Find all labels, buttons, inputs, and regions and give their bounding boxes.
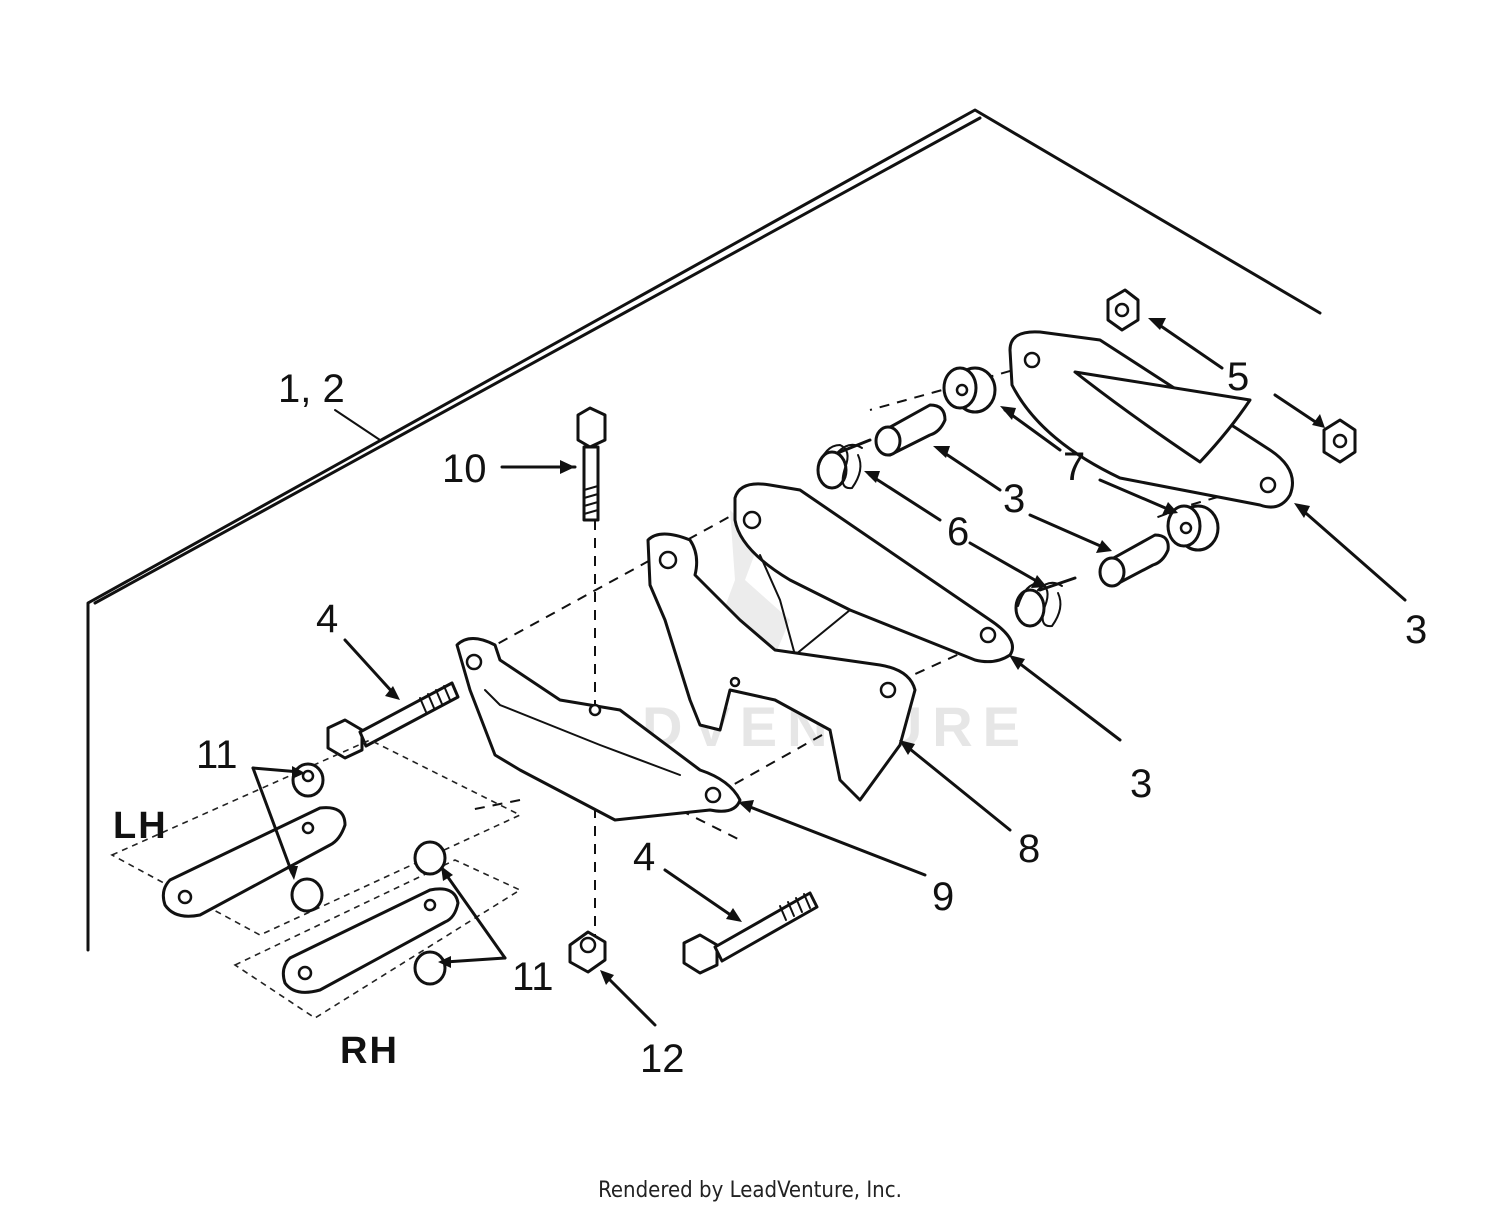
callout-12: 12 <box>640 1037 685 1081</box>
leader-12 <box>603 973 657 1027</box>
bushing-top <box>942 366 997 414</box>
centerline-top <box>869 365 1029 411</box>
label-lh: LH <box>113 805 168 847</box>
spring-top <box>816 438 872 490</box>
leader-6-top <box>868 473 942 522</box>
leader-1-2 <box>334 409 381 441</box>
callout-8: 8 <box>1018 827 1040 871</box>
callout-11-lh: 11 <box>196 733 238 777</box>
callout-11-rh: 11 <box>512 955 554 999</box>
centerline-bracket <box>469 799 521 811</box>
callout-3-middle-plate: 3 <box>1130 762 1152 806</box>
leader-lines <box>251 318 1407 1027</box>
bracket-9 <box>455 637 742 822</box>
leader-3-spacer-bottom <box>1028 513 1107 550</box>
leader-3-middle-plate <box>1013 658 1122 742</box>
leader-7-top <box>1003 408 1062 452</box>
centerline-left-upper <box>467 499 761 661</box>
leader-7-bottom <box>1098 478 1172 512</box>
spring-bottom <box>1014 576 1077 628</box>
bolt-4-upper <box>326 681 460 760</box>
spacer-top <box>874 403 947 457</box>
callout-1-2: 1, 2 <box>278 367 345 411</box>
footer-credit: Rendered by LeadVenture, Inc. <box>598 1178 902 1203</box>
leader-6-bottom <box>968 541 1042 585</box>
leader-11-rh-bottom <box>443 956 507 964</box>
nut-top <box>1106 288 1140 332</box>
callout-5: 5 <box>1227 355 1249 399</box>
leader-4-upper <box>343 638 397 697</box>
leader-8 <box>903 743 1012 832</box>
frame-outline-inner <box>93 116 982 605</box>
rh-link-assembly <box>233 840 522 1019</box>
callout-7: 7 <box>1063 445 1085 489</box>
leader-9 <box>743 803 927 877</box>
label-rh: RH <box>340 1030 399 1072</box>
bracket-8 <box>646 532 917 802</box>
spacer-bottom <box>1098 533 1170 588</box>
nut-right <box>1322 418 1357 464</box>
frame-outline <box>86 108 1322 952</box>
leader-5-right <box>1273 393 1322 427</box>
leader-4-lower <box>663 868 737 920</box>
leader-3-spacer-top <box>938 448 1002 492</box>
bolt-4-lower <box>682 891 819 975</box>
bushing-bottom <box>1166 504 1220 552</box>
callout-9: 9 <box>932 875 954 919</box>
bolt-10 <box>576 406 607 522</box>
callout-4-lower: 4 <box>633 835 655 879</box>
callout-3-rear-plate: 3 <box>1405 608 1427 652</box>
centerline-lower <box>714 734 823 796</box>
nut-12 <box>568 930 607 974</box>
callout-6: 6 <box>947 510 969 554</box>
middle-plate <box>733 482 1014 664</box>
leader-11-rh-top <box>443 871 507 960</box>
callout-labels: 1, 2 10 5 7 3 6 3 3 4 11 8 9 4 11 12 LH … <box>113 355 1427 1081</box>
leader-3-rear-plate <box>1298 506 1407 602</box>
callout-4-upper: 4 <box>316 597 338 641</box>
leader-11-lh-bottom <box>251 766 294 875</box>
leader-5-top <box>1153 320 1224 370</box>
centerline-bolt-lower <box>679 809 741 841</box>
callout-10: 10 <box>442 447 487 491</box>
callout-3-spacer: 3 <box>1003 477 1025 521</box>
rear-plate <box>1008 330 1294 509</box>
